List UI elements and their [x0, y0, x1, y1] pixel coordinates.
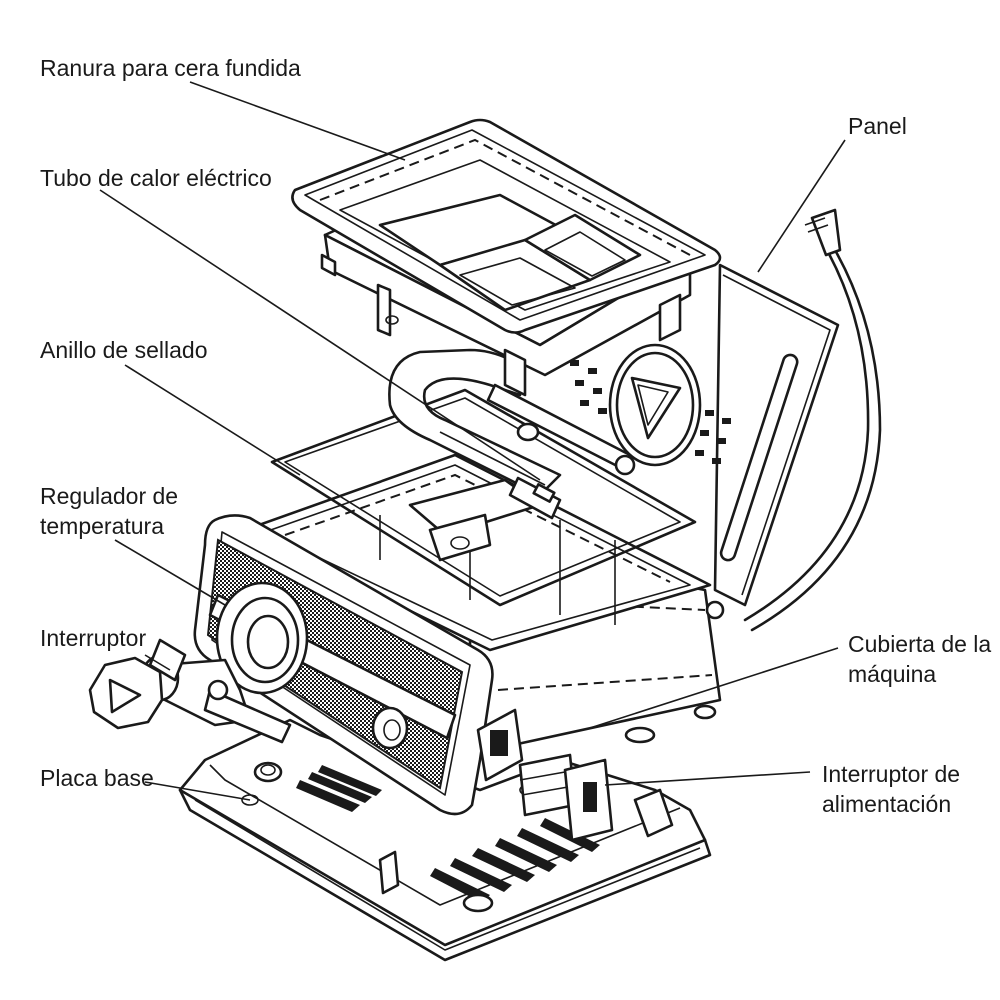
label-temp-regulator-1: Regulador de: [40, 483, 178, 509]
label-machine-cover-1: Cubierta de la: [848, 631, 991, 657]
machine-cover: [193, 263, 840, 816]
label-base-plate: Placa base: [40, 765, 154, 791]
label-wax-slot: Ranura para cera fundida: [40, 55, 301, 81]
wax-tray: [291, 118, 722, 397]
labels: Ranura para cera fundida Tubo de calor e…: [40, 55, 991, 817]
label-panel: Panel: [848, 113, 907, 139]
label-sealing-ring: Anillo de sellado: [40, 337, 208, 363]
power-cord: [743, 208, 882, 632]
label-heating-tube: Tubo de calor eléctrico: [40, 165, 272, 191]
label-switch: Interruptor: [40, 625, 146, 651]
switch-knob: [88, 638, 292, 744]
panel-rod: [486, 343, 702, 476]
label-power-switch-1: Interruptor de: [822, 761, 960, 787]
label-temp-regulator-2: temperatura: [40, 513, 164, 539]
label-power-switch-2: alimentación: [822, 791, 951, 817]
power-switch: [518, 753, 614, 842]
label-machine-cover-2: máquina: [848, 661, 936, 687]
leader-lines: [99, 81, 846, 801]
